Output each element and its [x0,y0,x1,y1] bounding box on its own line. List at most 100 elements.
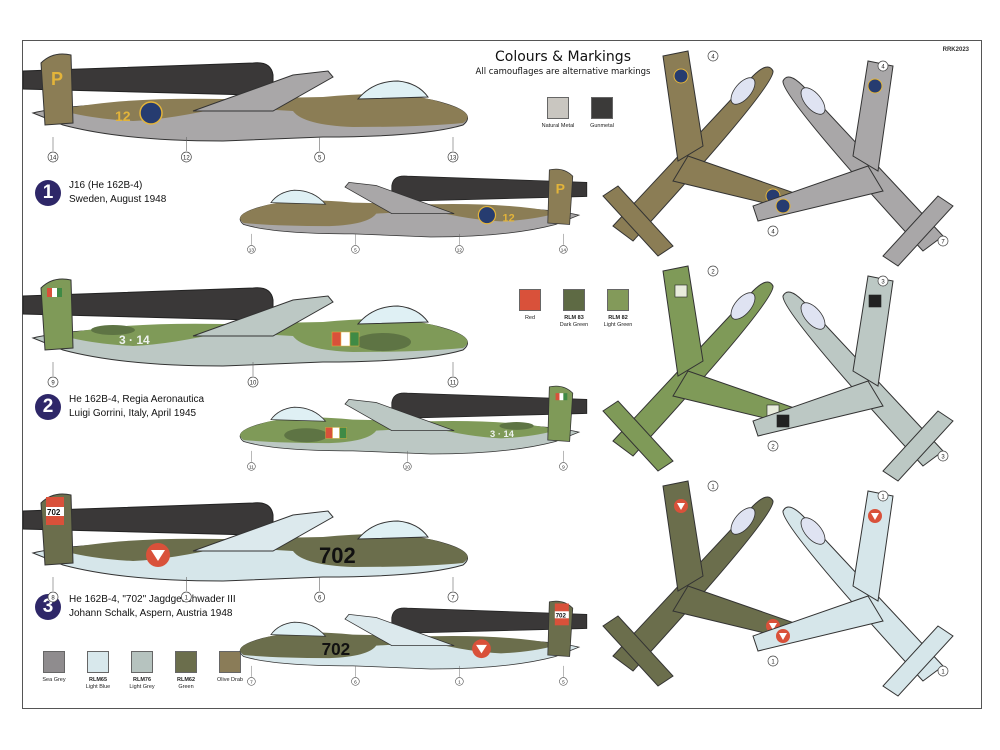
plan-tailplane [882,195,954,267]
swatch-color-box [563,289,585,311]
camouflage-mottle [91,325,135,335]
swatch-label: Natural Metal [541,123,575,129]
callout-number: 3 [941,455,945,461]
plan-canopy [800,302,826,330]
callout-marker [877,60,889,72]
callout-number: 10 [405,464,411,469]
tail-code: P [556,180,565,196]
callout-marker [877,490,889,502]
camouflage-top [240,632,556,659]
callout-marker [455,245,464,254]
plan-wing-left [852,490,894,602]
markings-sheet: Colours & Markings All camouflages are a… [22,40,982,709]
wing [344,613,455,646]
color-swatch: Olive Drab [213,651,247,691]
plan-fuselage [612,281,774,457]
tail-flag [555,393,560,401]
scheme-title: He 162B-4, "702" Jagdgeschwader III [69,594,236,605]
callout-marker [47,151,59,163]
tail-fin [547,168,574,225]
callout-marker [47,591,59,603]
callout-marker [447,376,459,388]
callout-number: 1 [458,679,461,684]
callout-marker [247,245,256,254]
camouflage-top [240,200,556,227]
swatch-color-box [547,97,569,119]
callout-number: 4 [881,65,885,71]
canopy [356,305,429,325]
callout-marker [47,376,59,388]
tail-flag [47,288,52,297]
callout-marker [447,591,459,603]
wing-fasces-marking [674,284,688,298]
callout-marker [351,245,360,254]
callout-number: 11 [249,464,254,469]
swatch-label: Olive Drab [217,677,243,683]
national-roundel [139,101,163,125]
swatch-label: Red [524,315,536,321]
plan-wing-right [752,380,884,437]
fuselage-code: 3 · 14 [490,429,515,439]
plan-canopy [800,87,826,115]
swatch-color-box [607,289,629,311]
callout-number: 6 [354,679,357,684]
fuselage-code: 12 [503,212,515,224]
plan-wing-right [752,165,884,222]
callout-number: 12 [457,247,463,252]
callout-number: 14 [50,156,57,162]
callout-marker [447,151,459,163]
callout-marker [707,480,719,492]
austria-plan-view-1: 11 [752,490,954,697]
callout-marker [247,677,256,686]
callout-marker [247,462,256,471]
plan-fuselage [782,76,944,252]
tail-flag [563,393,568,401]
wing [192,510,334,552]
plan-wing-left [662,50,704,162]
callout-marker [559,462,568,471]
callout-marker [877,275,889,287]
callout-number: 12 [183,156,190,162]
swatches-metal: Natural Metal Gunmetal [541,97,619,130]
callout-marker [247,376,259,388]
callout-marker [767,225,779,237]
swatch-color-box [519,289,541,311]
plan-wing-left [662,265,704,377]
tail-code: P [51,69,63,89]
plan-tailplane [602,615,674,687]
national-roundel [477,205,497,225]
color-swatch: Gunmetal [585,97,619,130]
wing [344,398,455,431]
wing-roundel [775,198,791,214]
plan-wing-left [852,60,894,172]
plan-fuselage [782,291,944,467]
wing-fasces-marking [776,414,790,428]
fuselage-code: 3 · 14 [119,333,150,347]
wing-fasces-marking [868,294,882,308]
fuselage-flag [339,427,347,439]
wing [192,295,334,337]
fuselage-code: 702 [322,639,351,659]
tail-flag [52,288,57,297]
canopy [270,406,327,422]
canopy [356,520,429,540]
callout-number: 5 [318,156,322,162]
plan-wing-left [662,480,704,592]
callout-marker [314,151,326,163]
fuselage-code: 702 [319,543,356,568]
scheme-location: Johann Schalk, Aspern, Austria 1948 [69,608,233,619]
page-subtitle: All camouflages are alternative markings [475,67,651,77]
callout-marker [559,677,568,686]
swatch-color-box [175,651,197,673]
callout-marker [707,265,719,277]
callout-number: 6 [318,596,322,602]
fuselage-flag [332,427,340,439]
